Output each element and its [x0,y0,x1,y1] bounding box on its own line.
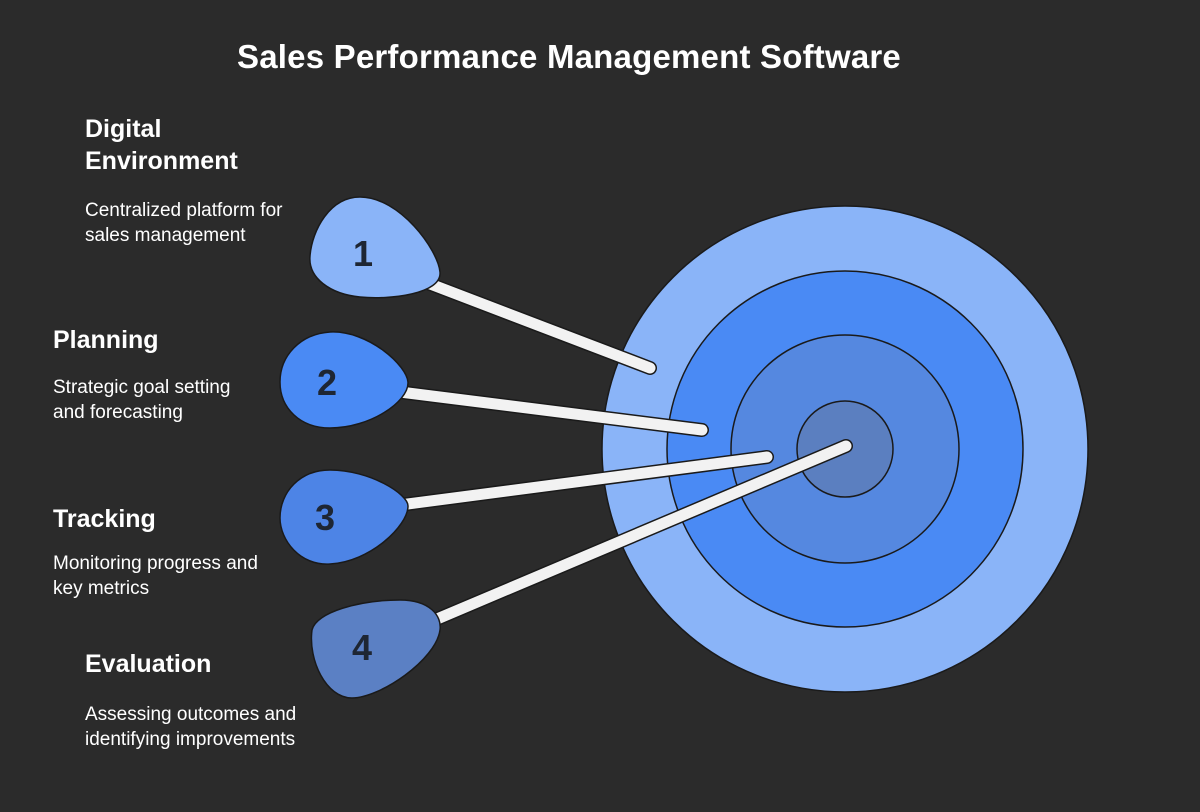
dart-2-shaft-fill [394,386,708,436]
dart-2-head [279,331,409,429]
step-3-description: Monitoring progress and key metrics [53,553,258,599]
step-1-heading: Digital Environment [85,115,238,175]
step-4-heading: Evaluation [85,650,212,678]
dart-shafts [393,275,853,629]
dart-4-head [310,599,441,699]
dart-3-head [279,469,409,565]
dart-3-number: 3 [315,497,335,538]
dart-1-number: 1 [353,233,373,274]
page-title: Sales Performance Management Software [237,38,901,75]
dart-4-shaft-fill [424,440,852,628]
dart-3-shaft-fill [394,451,773,511]
step-2-heading: Planning [53,326,159,354]
dart-4: 4 [310,599,441,699]
dart-1-shaft-fill [419,276,656,374]
step-4-description: Assessing outcomes and identifying impro… [85,704,297,750]
dart-2: 2 [279,331,409,429]
dart-1-head [309,196,441,299]
dart-2-number: 2 [317,362,337,403]
dart-3: 3 [279,469,409,565]
step-2-description: Strategic goal setting and forecasting [53,377,231,423]
step-1-description: Centralized platform for sales managemen… [85,200,283,246]
dart-1: 1 [309,196,441,299]
dart-4-number: 4 [352,627,372,668]
step-3-heading: Tracking [53,505,156,533]
